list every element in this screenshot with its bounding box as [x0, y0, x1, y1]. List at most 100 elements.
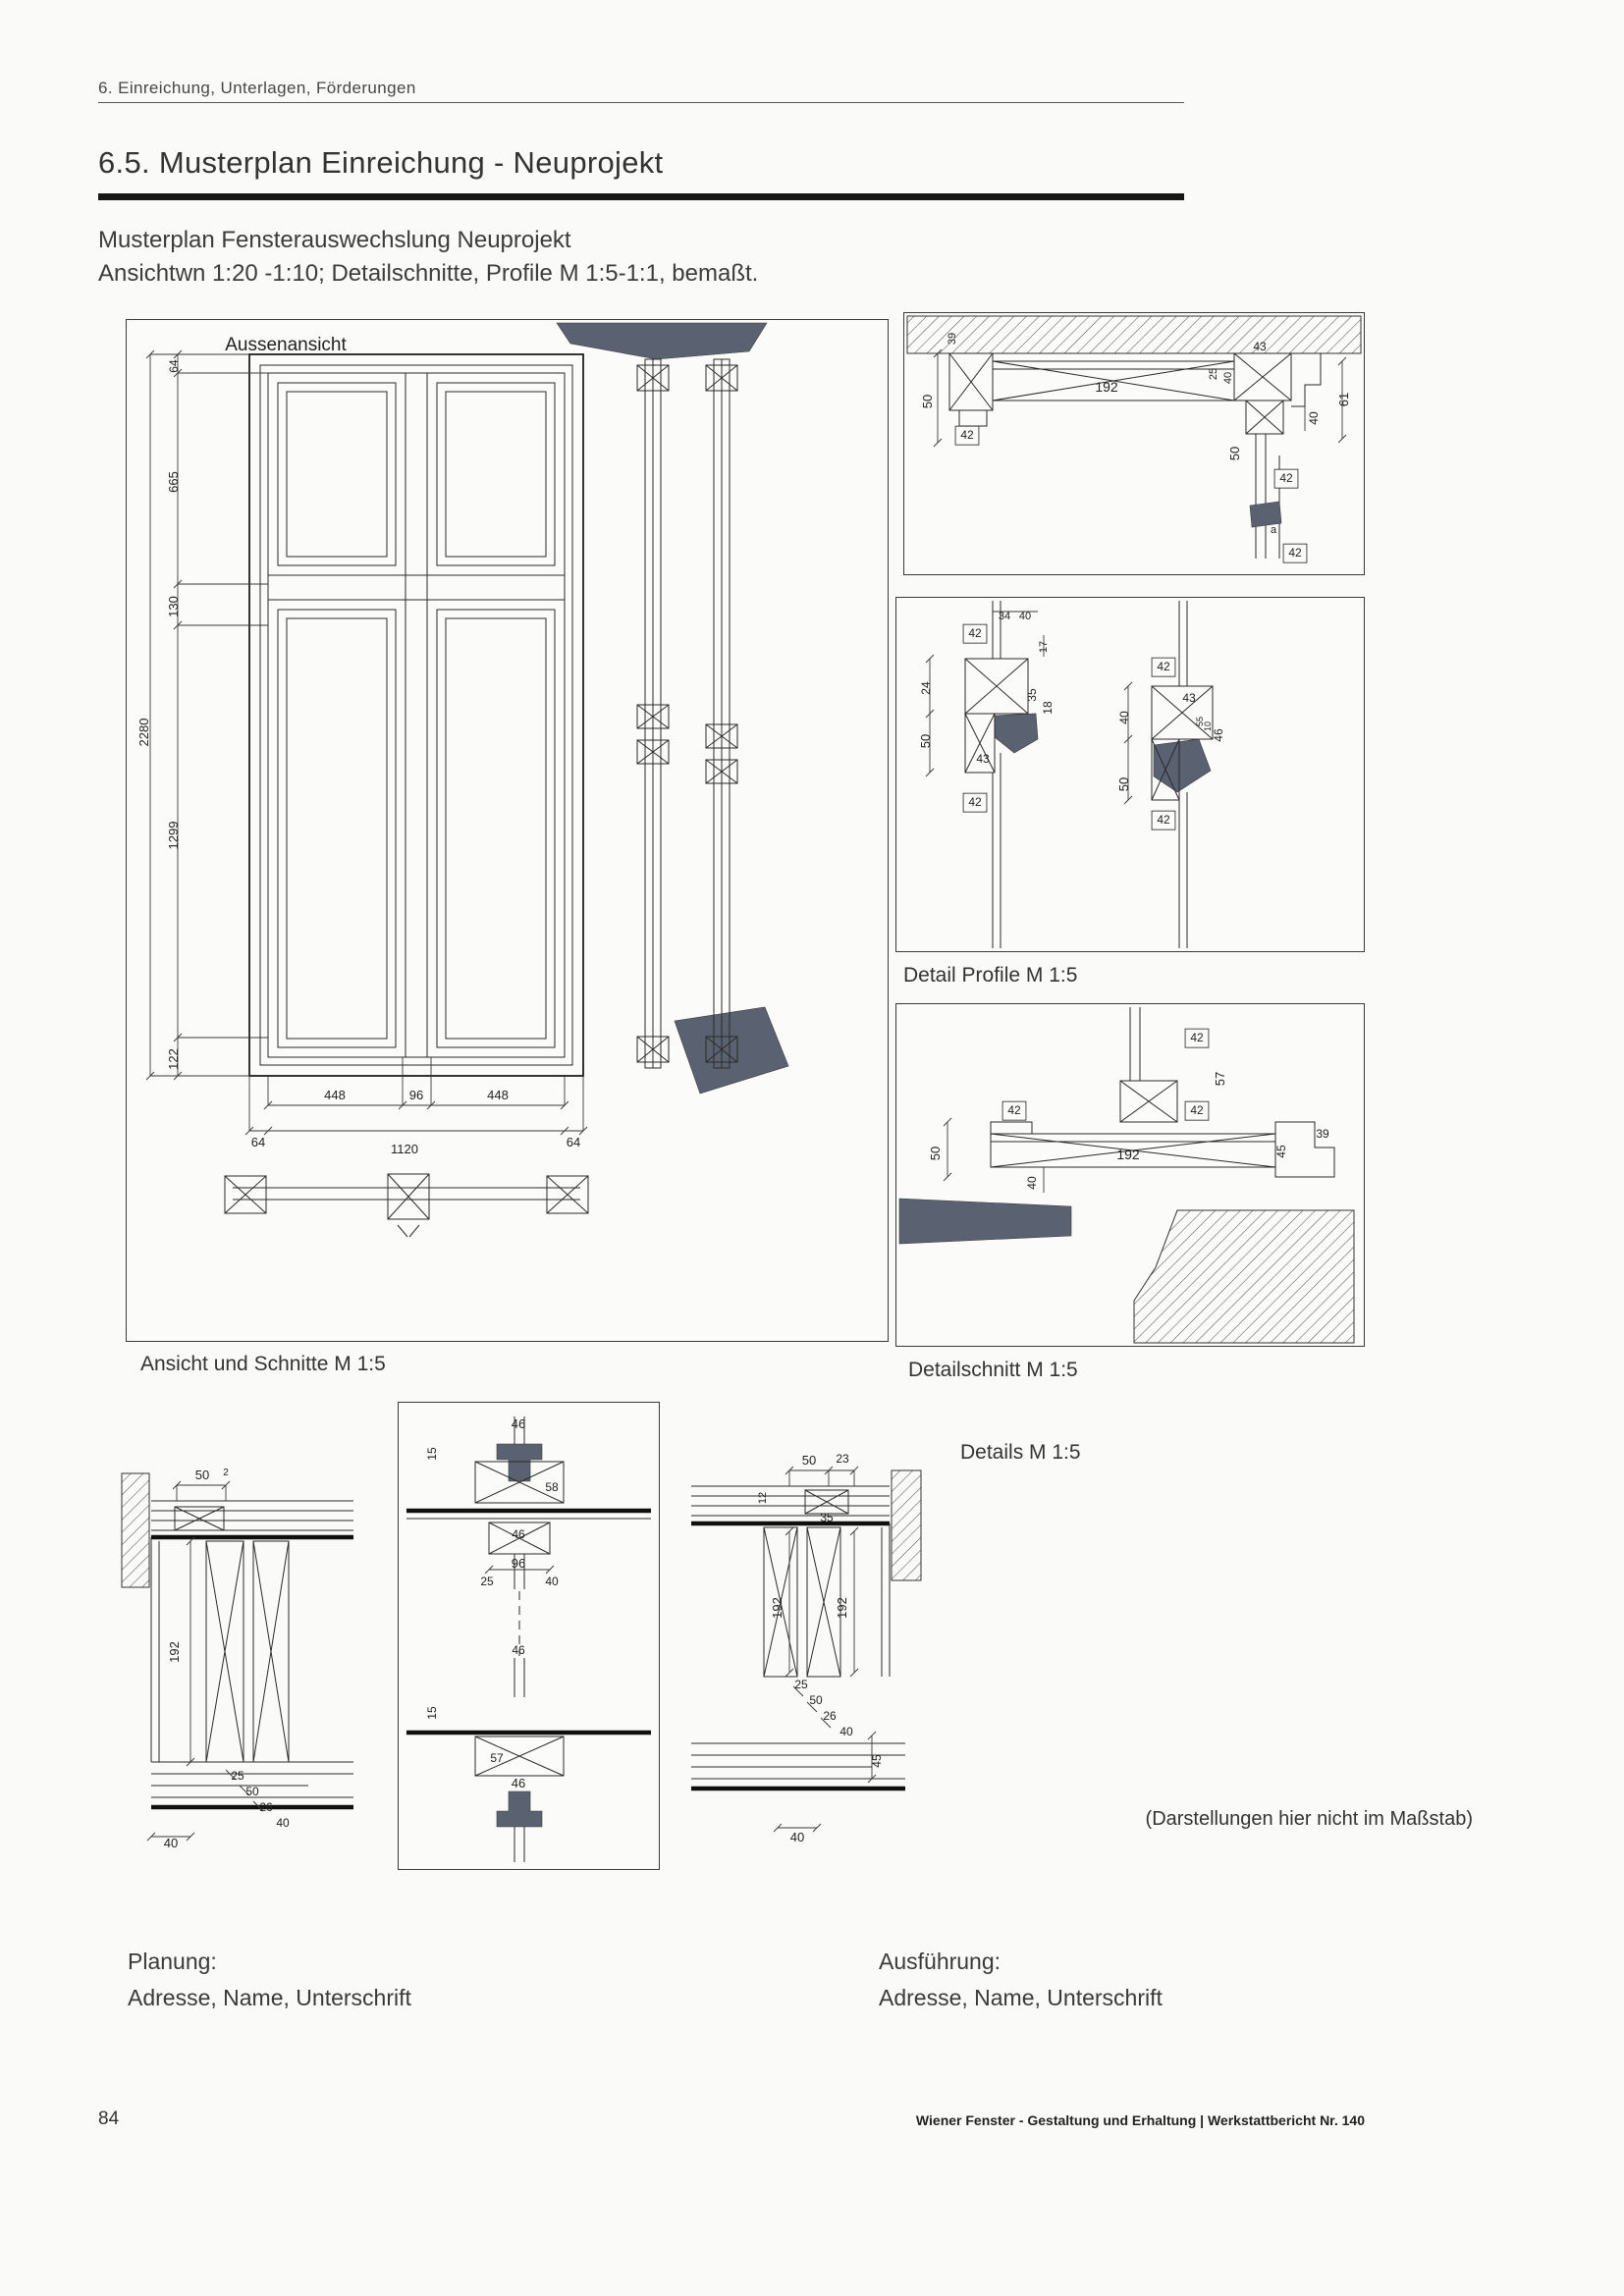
- dim-label-frame: [962, 623, 988, 644]
- intro-line-2: Ansichtwn 1:20 -1:10; Detailschnitte, Pr…: [98, 260, 759, 287]
- horizontal-section: [224, 1173, 589, 1238]
- dim-label: 39: [1316, 1127, 1329, 1141]
- dim-label: 42: [1157, 660, 1170, 673]
- dim-label: 25: [231, 1769, 244, 1783]
- dim-label: 130: [166, 596, 181, 617]
- dim-label: 46: [512, 1416, 525, 1431]
- wall-shade-top: [556, 322, 768, 360]
- dim-label: 64: [251, 1135, 265, 1149]
- dim-label: 42: [1007, 1103, 1021, 1117]
- wall-shade-bottom: [674, 1006, 789, 1095]
- dim-label: 43: [976, 752, 990, 766]
- jamb-section-geometry: [146, 1480, 353, 1842]
- dim-label: 64: [567, 1135, 580, 1149]
- dim-label: 50: [928, 1147, 943, 1160]
- dim-label: 10: [1203, 721, 1213, 731]
- dim-label-frame: [962, 792, 988, 813]
- intro-line-1: Musterplan Fensterauswechslung Neuprojek…: [98, 227, 571, 253]
- dim-label: 2: [223, 1468, 229, 1478]
- dim-label: 25: [1208, 368, 1219, 380]
- dim-label: 96: [512, 1556, 525, 1571]
- wall-hatch-left: [121, 1472, 150, 1588]
- caption-details: Details M 1:5: [960, 1441, 1081, 1464]
- dim-label: 15: [425, 1447, 439, 1461]
- sill-shade-left: [898, 1198, 1072, 1245]
- dim-label: 42: [1288, 546, 1302, 560]
- dim-label: 24: [919, 681, 933, 695]
- breadcrumb-rule: [98, 102, 1184, 103]
- dim-label: 57: [490, 1751, 504, 1765]
- meeting-rail-geometry: [406, 1416, 651, 1862]
- dim-label: 1299: [166, 822, 181, 850]
- dim-label: 50: [1116, 777, 1131, 791]
- planung-label: Planung:: [128, 1949, 217, 1974]
- scale-note: (Darstellungen hier nicht im Maßstab): [1145, 1808, 1473, 1830]
- dim-label: 42: [1157, 813, 1170, 827]
- dim-label: 40: [1025, 1176, 1039, 1190]
- dim-label: 192: [1095, 379, 1118, 395]
- dim-label: 57: [1213, 1072, 1227, 1086]
- dim-label-frame: [1184, 1100, 1210, 1121]
- caption-detailschnitt: Detailschnitt M 1:5: [908, 1359, 1078, 1381]
- dim-label: 40: [790, 1830, 804, 1844]
- dim-label-frame: [1001, 1100, 1027, 1121]
- dim-label: 50: [1227, 447, 1242, 460]
- dim-label: 42: [968, 795, 982, 809]
- dim-label: 40: [1019, 611, 1031, 622]
- dim-label: 50: [809, 1693, 823, 1707]
- dim-label: 39: [947, 333, 958, 345]
- dim-label: 26: [259, 1800, 273, 1814]
- dim-label-frame: [1273, 468, 1299, 489]
- sill-detail-geometry: [943, 1007, 1335, 1193]
- dim-label-frame: [1184, 1028, 1210, 1048]
- dim-label: 40: [1222, 372, 1234, 384]
- dim-label: 42: [1279, 471, 1293, 485]
- dim-label: 192: [770, 1597, 785, 1619]
- dim-label: 43: [1253, 340, 1267, 353]
- profile-right: [1123, 601, 1214, 948]
- dim-label: 12: [757, 1492, 769, 1504]
- dim-label: Aussenansicht: [225, 335, 347, 355]
- masonry-hatch: [1133, 1209, 1355, 1344]
- dim-label: 40: [545, 1575, 559, 1588]
- dim-label-frame: [1151, 810, 1176, 830]
- dimension-lines: [145, 349, 588, 1136]
- dim-label: 42: [968, 626, 982, 640]
- dim-label: 61: [1336, 393, 1351, 406]
- dim-label: 96: [409, 1088, 423, 1102]
- dim-label: 55: [1195, 717, 1205, 726]
- footer-text: Wiener Fenster - Gestaltung und Erhaltun…: [915, 2112, 1365, 2128]
- dim-label: 34: [999, 611, 1010, 622]
- dim-label: 192: [1116, 1147, 1140, 1162]
- page-title: 6.5. Musterplan Einreichung - Neuprojekt: [98, 145, 664, 180]
- dim-label-frame: [1151, 657, 1176, 677]
- jamb-section-geometry-right: [691, 1466, 905, 1833]
- wall-hatch-right: [891, 1469, 922, 1581]
- dim-label: 23: [836, 1452, 849, 1466]
- dim-label: a: [1271, 524, 1277, 536]
- dim-label: 26: [823, 1709, 837, 1723]
- ceiling-hatch: [906, 315, 1362, 354]
- dim-label: 40: [839, 1725, 853, 1738]
- dim-label: 50: [918, 734, 933, 748]
- dim-label: 42: [1190, 1031, 1204, 1044]
- vertical-sections: [636, 358, 738, 1069]
- dim-label: 46: [512, 1776, 525, 1790]
- dim-label: 1120: [391, 1142, 418, 1156]
- dim-label: 46: [512, 1643, 525, 1657]
- planung-value: Adresse, Name, Unterschrift: [128, 1985, 411, 2010]
- dim-label: 192: [835, 1597, 849, 1619]
- dim-label: 50: [245, 1785, 259, 1798]
